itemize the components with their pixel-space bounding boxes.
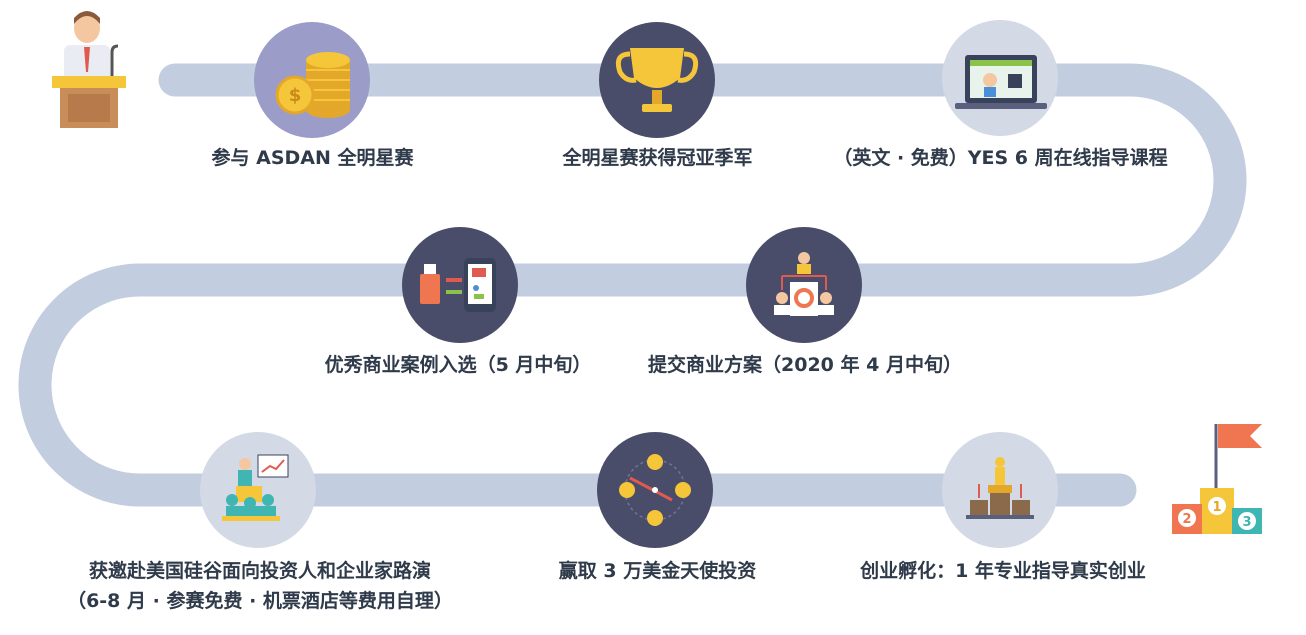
step-6-label-line-1: 获邀赴美国硅谷面向投资人和企业家路演 (88, 560, 431, 582)
podium-label-1: 1 (1212, 500, 1221, 515)
step-6-node (200, 432, 316, 548)
step-2-label: 全明星赛获得冠亚季军 (562, 147, 753, 169)
step-8-node (942, 432, 1058, 548)
podium-label-3: 3 (1242, 515, 1251, 530)
podium-place-3 (1238, 512, 1256, 530)
step-5-node (402, 227, 518, 343)
step-6-label-line-2: （6-8 月 · 参赛免费 · 机票酒店等费用自理） (67, 590, 453, 612)
coins-icon: $ (275, 52, 350, 118)
step-4-node (746, 227, 862, 343)
speaker-podium-icon (52, 11, 126, 128)
step-3-label: （英文 · 免费）YES 6 周在线指导课程 (833, 147, 1168, 169)
laptop-video-icon (955, 55, 1047, 109)
step-4-label: 提交商业方案（2020 年 4 月中旬） (648, 354, 962, 376)
compass-coins-icon (619, 454, 691, 526)
step-7-label: 赢取 3 万美金天使投资 (558, 560, 757, 582)
step-1-label: 参与 ASDAN 全明星赛 (211, 147, 414, 169)
svg-text:$: $ (289, 85, 302, 106)
podium-place-1 (1208, 497, 1226, 515)
usb-phone-icon (420, 258, 496, 312)
roadmap-path (18, 63, 1247, 507)
podium-label-2: 2 (1182, 512, 1191, 527)
chess-growth-icon (966, 457, 1034, 519)
step-2-node (599, 22, 715, 138)
trophy-icon (615, 48, 699, 112)
step-3-node (942, 20, 1058, 136)
podium-place-2 (1178, 509, 1196, 527)
step-8-label: 创业孵化：1 年专业指导真实创业 (860, 560, 1146, 582)
team-gear-icon (774, 252, 834, 316)
step-6-label: 获邀赴美国硅谷面向投资人和企业家路演 （6-8 月 · 参赛免费 · 机票酒店等… (45, 556, 475, 616)
step-1-node: $ (254, 22, 370, 138)
presentation-icon (222, 454, 289, 521)
winner-podium-icon: 1 2 3 (1172, 424, 1262, 534)
step-5-label: 优秀商业案例入选（5 月中旬） (324, 354, 592, 376)
step-7-node (597, 432, 713, 548)
